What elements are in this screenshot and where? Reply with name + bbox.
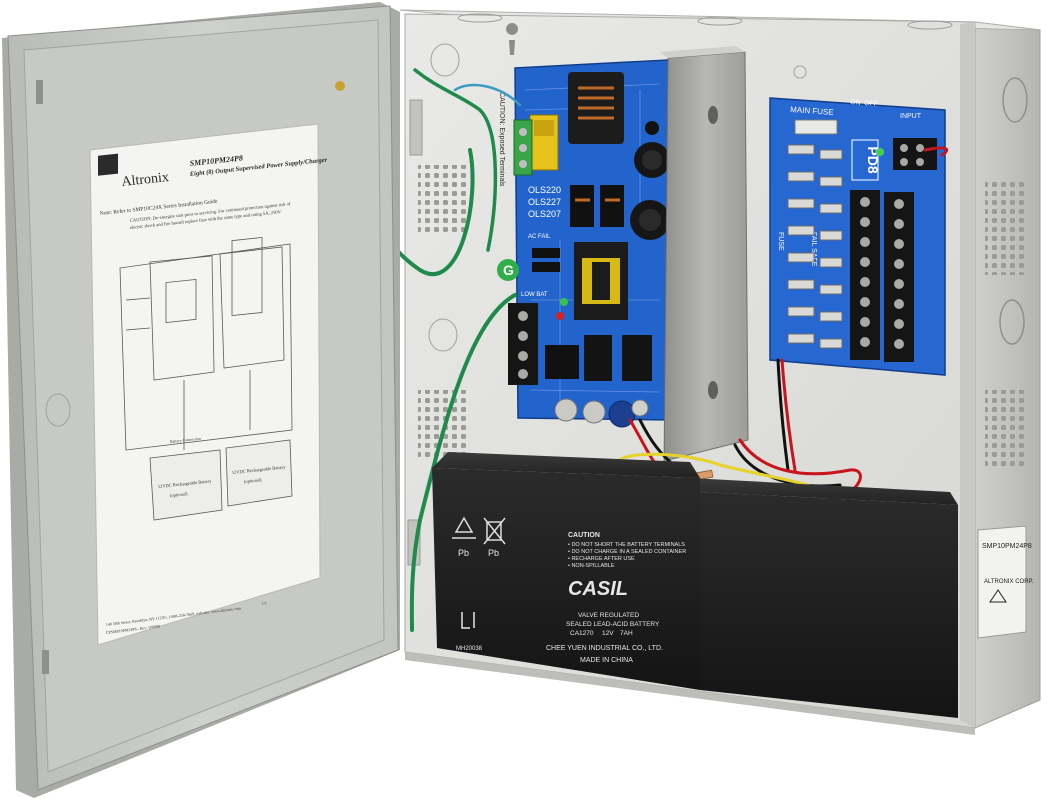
board-label: OLS227	[528, 197, 561, 207]
caution-side-label: CAUTION: Exposed Terminals	[498, 92, 505, 187]
side-label: SMP10PM24P8 ALTRONIX CORP.	[977, 525, 1034, 639]
side-label-brand: ALTRONIX CORP.	[984, 579, 1034, 585]
altronix-brand: Altronix	[121, 170, 170, 190]
door-battery-optional: (optional)	[244, 477, 263, 484]
battery-caution-line: • DO NOT SHORT THE BATTERY TERMINALS	[568, 542, 685, 548]
enclosure-door: Altronix SMP10PM24P8 Eight (8) Output Su…	[2, 2, 400, 798]
power-supply-board: OLS220 OLS227 OLS207 AC FAIL LOW BAT	[497, 59, 673, 428]
battery-desc2: SEALED LEAD-ACID BATTERY	[566, 621, 660, 628]
board-label: OLS220	[528, 185, 561, 195]
battery-desc1: VALVE REGULATED	[578, 612, 639, 619]
battery-model: CA1270	[570, 630, 594, 637]
main-fuse-label: MAIN FUSE	[790, 105, 834, 117]
battery-caution-line: • DO NOT CHARGE IN A SEALED CONTAINER	[568, 549, 686, 555]
off-label: OFF	[864, 100, 878, 108]
distribution-board: MAIN FUSE ON OFF INPUT FUSE FAIL SAFE PD…	[769, 97, 946, 376]
battery-origin: MADE IN CHINA	[580, 657, 633, 664]
ground-badge: G	[503, 262, 514, 278]
battery-maker: CHEE YUEN INDUSTRIAL CO., LTD.	[546, 645, 663, 652]
battery-caution-line: • RECHARGE AFTER USE	[568, 556, 635, 562]
side-label-model: SMP10PM24P8	[982, 543, 1032, 550]
output-terminal-blocks	[850, 190, 914, 362]
door-battery-connection: Battery Connection	[170, 436, 202, 444]
recycle-icon	[452, 516, 476, 539]
battery-right	[690, 478, 958, 718]
low-bat-label: LOW BAT	[521, 292, 548, 298]
mounting-bracket	[660, 46, 749, 471]
battery-caution-line: • NON-SPILLABLE	[568, 563, 615, 569]
fuse-label: FUSE	[777, 232, 784, 251]
fail-safe-label: FAIL SAFE	[810, 232, 817, 267]
pb-right-label: Pb	[488, 548, 499, 558]
door-footer-page: 1/1	[262, 600, 268, 606]
door-footer-rev: CPSMP10PM24P8 - Rev. 100909	[106, 623, 161, 635]
input-label: INPUT	[900, 113, 922, 120]
battery-voltage: 12V	[602, 630, 614, 637]
door-battery-left: 12VDC Rechargeable Battery	[158, 478, 213, 489]
fuse-row	[787, 144, 843, 349]
battery-left: Pb Pb CAUTION • DO NOT SHORT THE BATTERY…	[432, 452, 700, 690]
on-label: ON	[850, 99, 861, 107]
battery-ul-code: MH20038	[456, 646, 483, 652]
battery-brand: CASIL	[568, 578, 628, 600]
board-label: OLS207	[528, 209, 561, 219]
installation-label: Altronix SMP10PM24P8 Eight (8) Output Su…	[89, 123, 328, 646]
door-battery-optional: (optional)	[170, 491, 189, 498]
pb-left-label: Pb	[458, 548, 469, 558]
no-trash-icon	[483, 517, 506, 545]
battery-capacity: 7AH	[620, 630, 633, 637]
ac-fail-label: AC FAIL	[528, 234, 551, 240]
ul-mark-icon	[461, 612, 475, 629]
battery-caution-title: CAUTION	[568, 532, 600, 539]
door-battery-right: 12VDC Rechargeable Battery	[232, 464, 287, 475]
